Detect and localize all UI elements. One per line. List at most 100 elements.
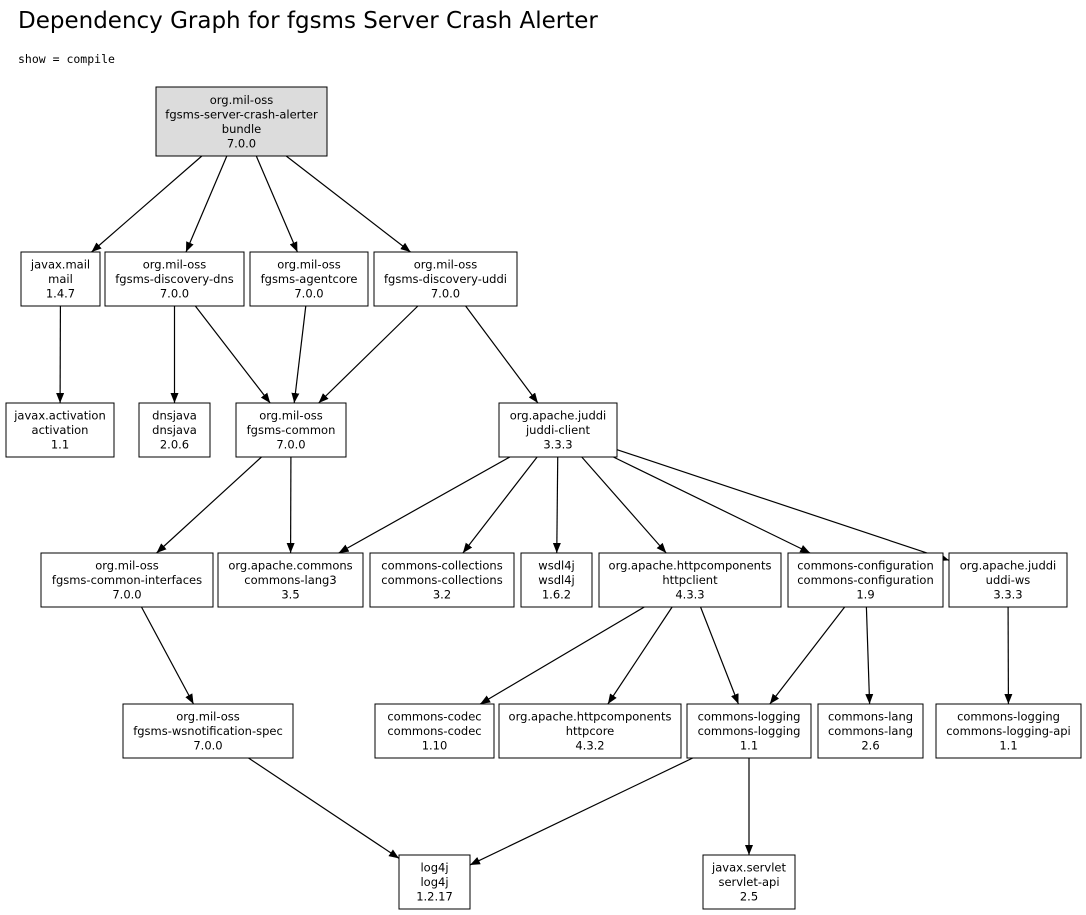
node-label-line: 1.6.2 <box>542 588 571 602</box>
node-label-line: commons-logging <box>698 724 801 738</box>
node-box <box>498 402 618 458</box>
node-root: org.mil-ossfgsms-server-crash-alerterbun… <box>155 86 328 157</box>
node-label-line: fgsms-common-interfaces <box>52 573 202 587</box>
node-label-line: uddi-ws <box>986 573 1031 587</box>
edge-httpclient-to-httpcore <box>607 606 673 705</box>
node-label-line: 1.10 <box>422 739 448 753</box>
node-label-line: commons-lang <box>828 710 913 724</box>
node-box <box>398 854 471 910</box>
node-label-line: commons-lang <box>828 724 913 738</box>
node-box <box>702 854 796 910</box>
node-label-line: activation <box>32 423 89 437</box>
node-label-line: wsdl4j <box>538 559 574 573</box>
edge-juddiclient-to-uddiws <box>616 449 950 561</box>
node-box <box>598 552 782 608</box>
scope-filter-label: show = compile <box>18 52 115 66</box>
node-label-line: commons-logging <box>698 710 801 724</box>
node-box <box>20 251 101 307</box>
node-box <box>787 552 944 608</box>
node-label-line: log4j <box>420 861 448 875</box>
node-label-line: fgsms-discovery-dns <box>115 272 233 286</box>
node-label-line: 2.0.6 <box>160 438 189 452</box>
node-label-line: javax.activation <box>13 409 106 423</box>
node-label-line: dnsjava <box>152 423 197 437</box>
edge-juddiclient-to-configuration <box>613 456 811 554</box>
node-box <box>520 552 593 608</box>
edge-uddi-to-juddiclient <box>465 305 539 404</box>
node-label-line: org.apache.juddi <box>510 409 607 423</box>
node-label-line: commons-collections <box>381 559 502 573</box>
node-label-line: httpcore <box>566 724 615 738</box>
node-label-line: 1.1 <box>999 739 1017 753</box>
node-label-line: 2.5 <box>740 890 758 904</box>
node-label-line: commons-codec <box>387 710 481 724</box>
node-box <box>369 552 515 608</box>
node-label-line: 7.0.0 <box>294 287 323 301</box>
edge-configuration-to-logging <box>769 606 846 705</box>
node-label-line: bundle <box>222 122 261 136</box>
edge-configuration-to-lang <box>865 606 874 705</box>
edge-juddiclient-to-collections <box>462 456 538 554</box>
node-label-line: 2.6 <box>861 739 879 753</box>
node-box <box>122 703 294 759</box>
node-box <box>217 552 364 608</box>
node-label-line: commons-configuration <box>797 559 934 573</box>
node-label-line: 3.5 <box>281 588 299 602</box>
nodes-layer: org.mil-oss fgsms-server-crash-alerterbun… <box>5 86 1082 910</box>
node-label-line: servlet-api <box>718 875 779 889</box>
page-title: Dependency Graph for fgsms Server Crash … <box>18 8 598 34</box>
node-wsnotification: org.mil-ossfgsms-wsnotification-spec7.0.… <box>122 703 294 759</box>
edge-root-to-uddi <box>285 155 411 253</box>
node-label-line: fgsms-server-crash-alerter <box>165 107 318 121</box>
node-label-line: org.apache.juddi <box>960 559 1057 573</box>
edge-root-to-agentcore <box>255 155 298 253</box>
node-label-line: commons-collections <box>381 573 502 587</box>
node-box <box>817 703 924 759</box>
node-box <box>498 703 682 759</box>
node-label-line: commons-lang3 <box>244 573 336 587</box>
node-label-line: javax.mail <box>30 258 90 272</box>
node-label-line: 3.3.3 <box>543 438 572 452</box>
node-label-line: org.apache.commons <box>228 559 352 573</box>
node-box <box>5 402 115 458</box>
edge-commoninterfaces-to-wsnotification <box>140 606 195 705</box>
edge-juddiclient-to-lang3 <box>338 456 511 554</box>
node-box <box>373 251 518 307</box>
node-collections: commons-collectionscommons-collections3.… <box>369 552 515 608</box>
node-label-line: dnsjava <box>152 409 197 423</box>
node-label-line: log4j <box>420 875 448 889</box>
edge-juddiclient-to-httpclient <box>581 456 667 554</box>
node-label-line: javax.servlet <box>711 861 786 875</box>
node-label-line: org.mil-oss <box>143 258 207 272</box>
node-label-line: 7.0.0 <box>193 739 222 753</box>
edge-wsnotification-to-log4j <box>248 757 400 859</box>
node-label-line: fgsms-agentcore <box>261 272 358 286</box>
node-box <box>235 402 347 458</box>
node-label-line: 1.1 <box>51 438 69 452</box>
node-box <box>249 251 369 307</box>
node-box <box>155 86 328 157</box>
edge-agentcore-to-common <box>291 305 307 404</box>
node-label-line: juddi-client <box>525 423 591 437</box>
node-label-line: wsdl4j <box>538 573 574 587</box>
node-label-line: commons-logging-api <box>946 724 1071 738</box>
node-label-line: fgsms-discovery-uddi <box>384 272 507 286</box>
node-label-line: 3.2 <box>433 588 451 602</box>
